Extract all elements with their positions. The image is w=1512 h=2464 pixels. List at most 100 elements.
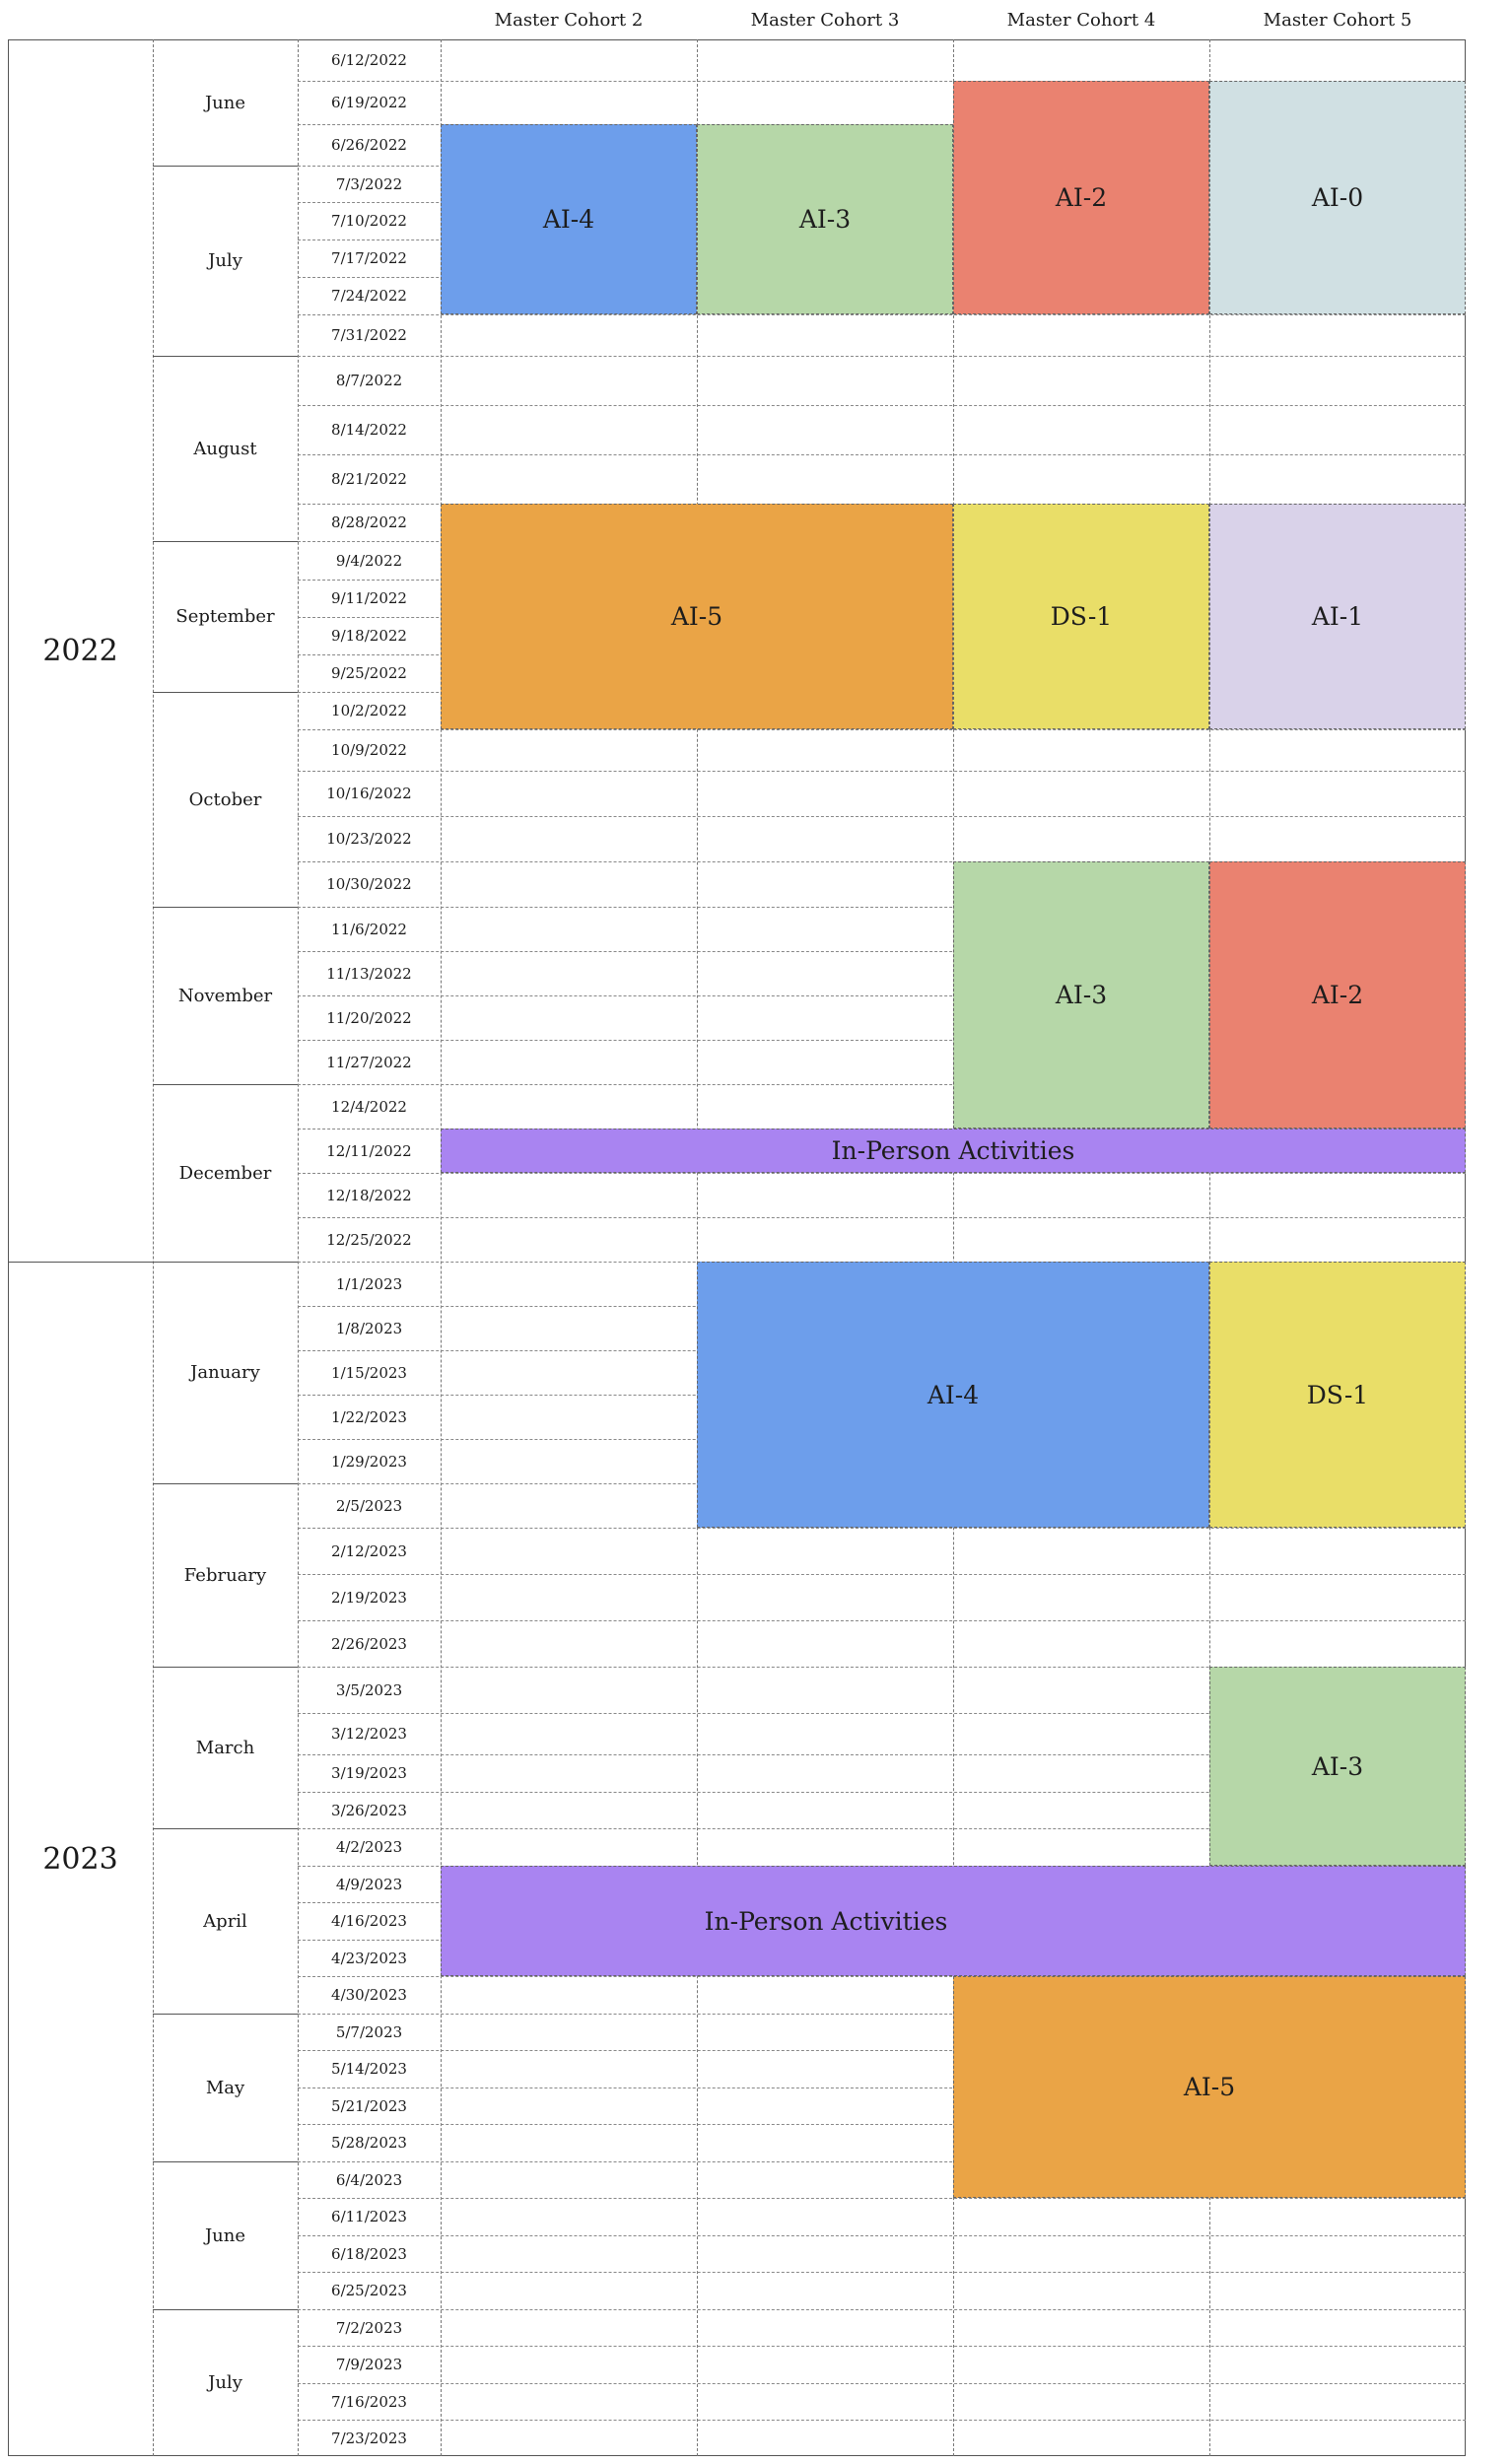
week-date: 9/25/2022	[331, 664, 407, 682]
week-date: 12/18/2022	[326, 1186, 412, 1204]
course-label: AI-0	[1311, 183, 1364, 212]
column-header: Master Cohort 2	[494, 9, 644, 31]
week-date: 9/4/2022	[335, 551, 403, 570]
row-divider	[298, 2346, 1466, 2347]
column-header: Master Cohort 3	[750, 9, 900, 31]
row-divider	[298, 729, 1466, 730]
week-date: 6/26/2022	[331, 136, 407, 154]
week-date: 2/12/2023	[331, 1541, 407, 1560]
row-divider	[298, 81, 1466, 82]
course-block: AI-1	[1209, 504, 1466, 729]
course-block: DS-1	[953, 504, 1209, 729]
week-date: 7/3/2022	[335, 174, 403, 193]
course-label: AI-5	[1183, 2073, 1236, 2101]
month-label: September	[175, 606, 275, 627]
week-date: 8/21/2022	[331, 470, 407, 488]
month-label: January	[190, 1362, 260, 1383]
month-label: June	[204, 2224, 246, 2246]
week-date: 7/16/2023	[331, 2392, 407, 2411]
week-date: 7/2/2023	[335, 2318, 403, 2337]
week-date: 7/9/2023	[335, 2356, 403, 2373]
column-divider	[953, 39, 954, 2456]
row-divider	[298, 951, 1466, 952]
week-date: 7/17/2022	[331, 249, 407, 267]
week-date: 8/28/2022	[331, 513, 407, 531]
year-label: 2022	[42, 633, 118, 668]
course-label: AI-4	[927, 1380, 980, 1409]
course-block: AI-2	[953, 81, 1209, 314]
week-date: 10/16/2022	[326, 785, 412, 802]
row-divider	[298, 1528, 1466, 1529]
row-divider	[298, 454, 1466, 455]
month-label: June	[204, 92, 246, 113]
week-date: 10/23/2022	[326, 830, 412, 848]
week-date: 5/28/2023	[331, 2134, 407, 2152]
column-divider	[697, 39, 698, 2456]
course-block: AI-3	[953, 861, 1209, 1129]
month-label: May	[205, 2077, 245, 2098]
week-date: 11/13/2022	[326, 964, 412, 983]
row-divider	[298, 2124, 1466, 2125]
course-block: AI-0	[1209, 81, 1466, 314]
column-header: Master Cohort 5	[1263, 9, 1412, 31]
row-divider	[298, 2014, 1466, 2015]
year-divider	[8, 1262, 153, 1263]
week-date: 11/20/2022	[326, 1008, 412, 1027]
row-divider	[298, 1084, 1466, 1085]
month-label: July	[208, 2372, 242, 2393]
row-divider	[298, 1040, 1466, 1041]
week-date: 1/15/2023	[331, 1363, 407, 1382]
month-label: July	[208, 250, 242, 271]
course-block: DS-1	[1209, 1262, 1466, 1528]
row-divider	[298, 1574, 1466, 1575]
week-date: 9/18/2022	[331, 627, 407, 645]
month-divider	[153, 2161, 298, 2162]
week-date: 4/9/2023	[335, 1875, 403, 1893]
course-label: AI-1	[1311, 602, 1364, 631]
row-divider	[298, 2309, 1466, 2310]
row-divider	[298, 1828, 1466, 1829]
course-label: AI-3	[1311, 1751, 1364, 1781]
month-divider	[153, 1262, 298, 1263]
course-block: AI-4	[441, 124, 697, 314]
row-divider	[298, 816, 1466, 817]
row-divider	[298, 2420, 1466, 2421]
row-divider	[298, 2050, 1466, 2051]
month-label: August	[193, 438, 257, 459]
month-divider	[153, 356, 298, 357]
week-date: 2/5/2023	[335, 1496, 403, 1515]
course-block: AI-5	[441, 504, 953, 729]
week-date: 4/23/2023	[331, 1949, 407, 1967]
week-date: 6/19/2022	[331, 94, 407, 111]
month-label: March	[195, 1737, 255, 1758]
row-divider	[298, 861, 1466, 862]
row-divider	[298, 2161, 1466, 2162]
year-label: 2023	[42, 1841, 118, 1877]
month-divider	[153, 1483, 298, 1484]
row-divider	[298, 1667, 1466, 1668]
month-divider	[153, 2309, 298, 2310]
course-label: DS-1	[1306, 1380, 1369, 1409]
column-divider	[298, 39, 299, 2456]
month-divider	[153, 541, 298, 542]
course-label: AI-3	[1055, 981, 1108, 1009]
course-block: AI-3	[1209, 1667, 1466, 1866]
week-date: 1/22/2023	[331, 1407, 407, 1426]
week-date: 6/11/2023	[331, 2208, 407, 2225]
row-divider	[298, 1976, 1466, 1977]
course-label: AI-5	[670, 602, 723, 631]
week-date: 1/1/2023	[335, 1274, 403, 1293]
course-block: AI-4	[697, 1262, 1209, 1528]
row-divider	[298, 314, 1466, 315]
course-block: In-Person Activities	[441, 1129, 1466, 1173]
week-date: 4/30/2023	[331, 1986, 407, 2004]
week-date: 9/11/2022	[331, 589, 407, 607]
course-block: AI-2	[1209, 861, 1466, 1129]
week-date: 6/12/2022	[331, 51, 407, 69]
row-divider	[298, 907, 1466, 908]
week-date: 7/10/2022	[331, 212, 407, 230]
month-divider	[153, 166, 298, 167]
column-header: Master Cohort 4	[1006, 9, 1156, 31]
month-divider	[153, 692, 298, 693]
week-date: 10/30/2022	[326, 875, 412, 893]
